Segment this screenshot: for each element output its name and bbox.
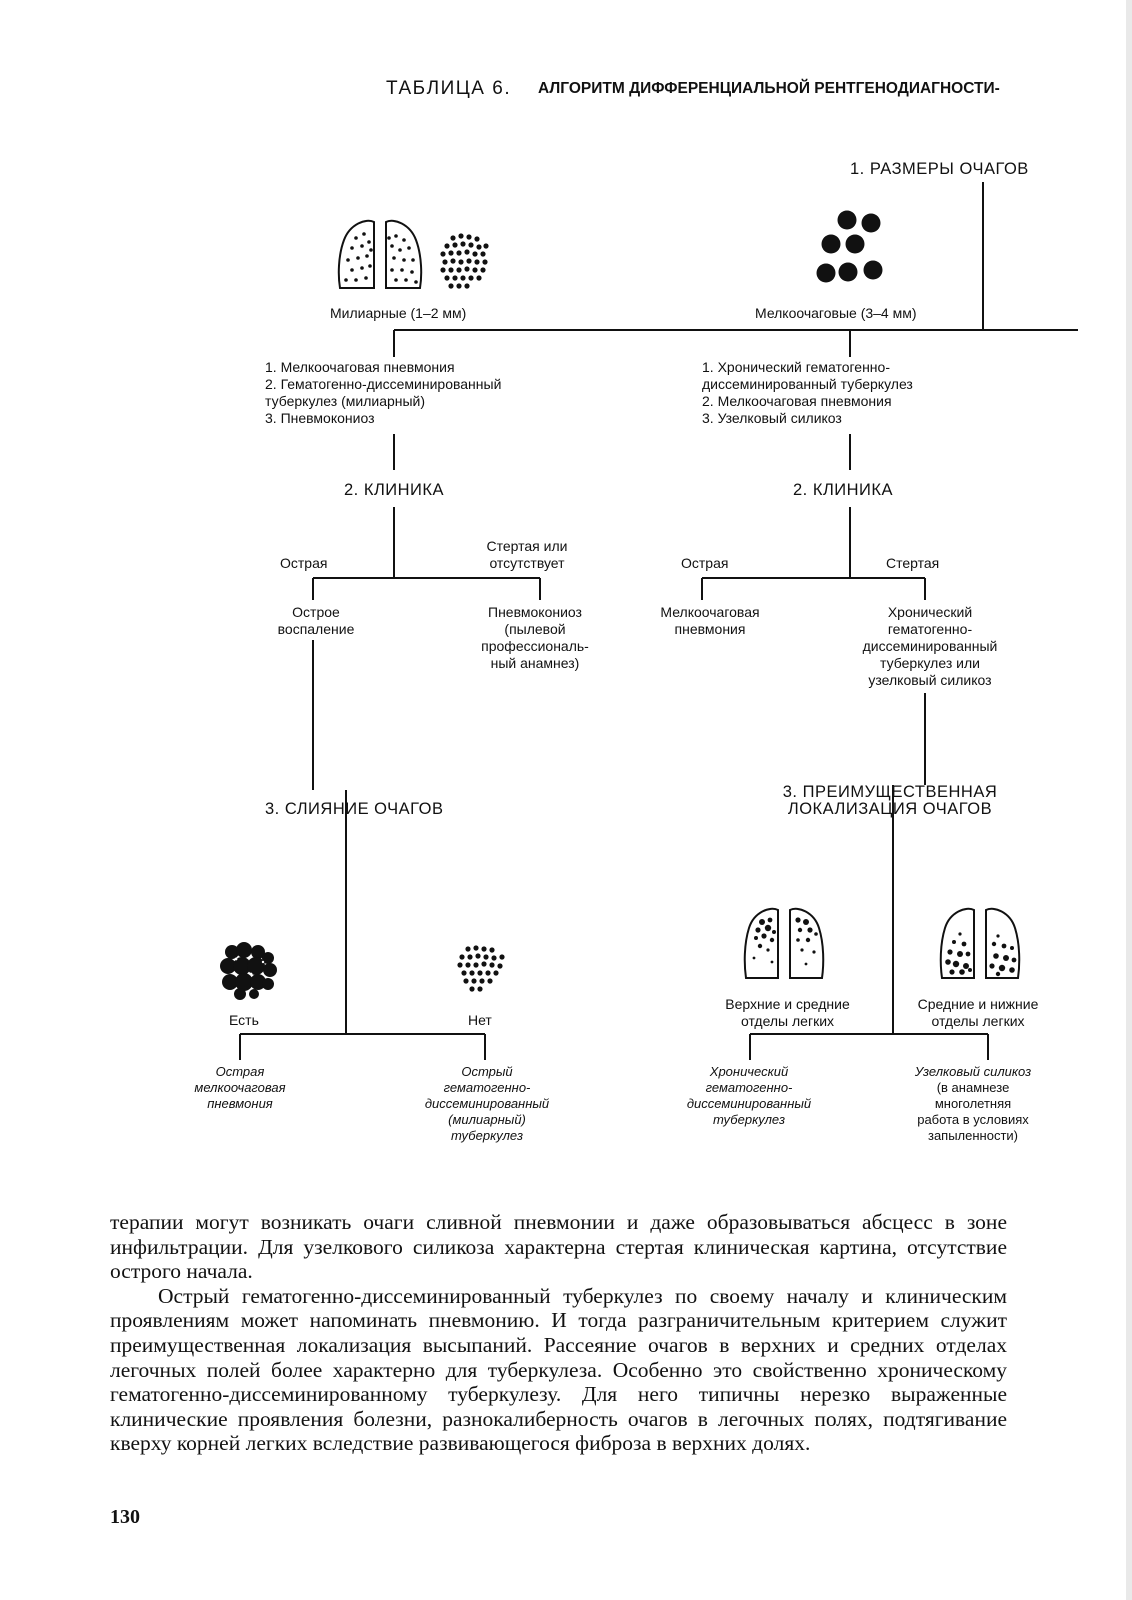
- upper-regions-label: Верхние и средние отделы легких: [725, 996, 850, 1029]
- lungs-lower-foci-icon: [939, 907, 1021, 979]
- left-erased-result: Пневмокониоз (пылевой профессиональ- ный…: [481, 604, 589, 671]
- right-localization-header: 3. ПРЕИМУЩЕСТВЕННАЯ ЛОКАЛИЗАЦИЯ ОЧАГОВ: [782, 783, 998, 818]
- large-foci-cluster-icon: [816, 210, 883, 283]
- table-number: ТАБЛИЦА 6.: [386, 78, 512, 99]
- table-title: АЛГОРИТМ ДИФФЕРЕНЦИАЛЬНОЙ РЕНТГЕНОДИАГНО…: [538, 80, 1000, 97]
- body-text: терапии могут возникать очаги сливной пн…: [110, 1210, 1007, 1456]
- lungs-miliary-icon: [337, 219, 423, 289]
- right-erased-label: Стертая: [886, 555, 940, 571]
- left-acute-result: Острое воспаление: [277, 604, 355, 637]
- fusion-yes-label: Есть: [229, 1012, 259, 1028]
- right-acute-label: Острая: [681, 555, 729, 571]
- left-size-label: Милиарные (1–2 мм): [330, 305, 467, 321]
- right-outcome-tuberculosis: Хронический гематогенно- диссеминированн…: [686, 1064, 812, 1127]
- right-erased-result: Хронический гематогенно- диссеминированн…: [862, 604, 998, 688]
- page-edge: [1126, 0, 1132, 1600]
- right-outcome-silicosis: Узелковый силикоз (в анамнезе многолетня…: [878, 1064, 1068, 1144]
- fusion-no-label: Нет: [468, 1012, 492, 1028]
- lower-regions-label: Средние и нижние отделы легких: [917, 996, 1039, 1029]
- left-clinic-header: 2. КЛИНИКА: [344, 481, 445, 499]
- left-outcome-tuberculosis: Острый гематогенно- диссеминированный (м…: [424, 1064, 550, 1143]
- left-diagnoses-list: 1. Мелкоочаговая пневмония 2. Гематогенн…: [265, 359, 502, 426]
- paragraph-1: терапии могут возникать очаги сливной пн…: [110, 1210, 1007, 1284]
- fused-foci-icon: [220, 942, 277, 1000]
- left-acute-label: Острая: [280, 555, 328, 571]
- silicosis-title: Узелковый силикоз: [914, 1064, 1032, 1079]
- left-fusion-header: 3. СЛИЯНИЕ ОЧАГОВ: [265, 800, 444, 818]
- lungs-upper-foci-icon: [743, 907, 825, 979]
- paragraph-2: Острый гематогенно-диссеминированный туб…: [110, 1283, 1007, 1456]
- page-number: 130: [110, 1506, 140, 1528]
- right-clinic-header: 2. КЛИНИКА: [793, 481, 894, 499]
- step1-header: 1. РАЗМЕРЫ ОЧАГОВ: [850, 160, 1029, 178]
- right-diagnoses-list: 1. Хронический гематогенно- диссеминиров…: [702, 359, 913, 426]
- small-foci-cluster-icon: [457, 945, 505, 992]
- silicosis-note: (в анамнезе многолетняя работа в условия…: [917, 1080, 1029, 1143]
- right-size-label: Мелкоочаговые (3–4 мм): [755, 305, 917, 321]
- left-erased-label: Стертая или отсутствует: [486, 538, 568, 571]
- left-outcome-pneumonia: Острая мелкоочаговая пневмония: [194, 1064, 286, 1111]
- right-acute-result: Мелкоочаговая пневмония: [660, 604, 760, 637]
- small-foci-cluster-icon: [440, 233, 489, 289]
